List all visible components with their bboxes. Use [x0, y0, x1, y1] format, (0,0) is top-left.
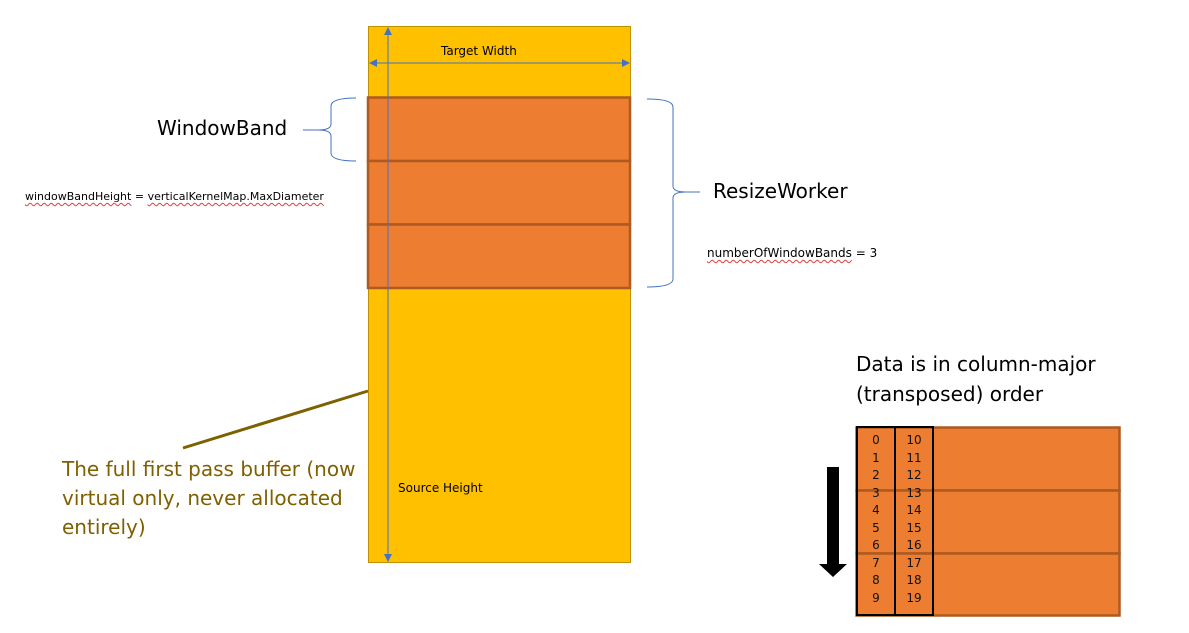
window-band-height-var: windowBandHeight — [25, 190, 132, 203]
table-cell: 16 — [906, 538, 922, 552]
table-cell: 5 — [872, 520, 880, 535]
resize-worker-brace — [646, 98, 700, 288]
window-band-3 — [366, 223, 632, 290]
max-diameter-expr: verticalKernelMap.MaxDiameter — [147, 190, 324, 203]
table-cell: 18 — [906, 573, 922, 587]
window-band-brace — [303, 97, 357, 162]
table-band-1 — [855, 426, 1121, 492]
table-cell: 9 — [872, 590, 880, 605]
table-cell: 6 — [872, 538, 880, 552]
resize-worker-label: ResizeWorker — [713, 179, 848, 203]
table-cell: 4 — [872, 503, 880, 517]
table-cell: 14 — [906, 503, 922, 517]
column-major-note: Data is in column-major (transposed) ord… — [856, 352, 1096, 406]
number-of-window-bands-formula: numberOfWindowBands = 3 — [707, 246, 877, 260]
table-cell: 0 — [872, 433, 880, 447]
table-cell: 11 — [906, 450, 922, 465]
window-band-2 — [366, 159, 632, 226]
table-cell: 15 — [906, 520, 922, 535]
window-band-label: WindowBand — [157, 116, 288, 140]
table-column-2 — [894, 426, 934, 616]
data-order-down-arrow — [819, 467, 847, 577]
table-cell: 17 — [906, 555, 922, 570]
table-cell: 12 — [906, 468, 922, 482]
table-cell: 7 — [872, 555, 880, 570]
table-cell: 2 — [872, 468, 880, 482]
target-width-label: Target Width — [441, 44, 517, 58]
table-cell: 13 — [906, 485, 922, 500]
table-cell: 1 — [872, 450, 880, 465]
table-cell: 19 — [906, 590, 922, 605]
table-band-3 — [855, 552, 1121, 617]
table-cell: 3 — [872, 485, 880, 500]
resize-worker-bands — [366, 96, 632, 290]
number-of-window-bands-var: numberOfWindowBands — [707, 246, 852, 260]
table-cell: 10 — [906, 433, 922, 447]
column-major-table — [855, 426, 1121, 617]
table-cell: 8 — [872, 573, 880, 587]
window-band-1 — [366, 96, 632, 163]
equals-sign: = — [131, 190, 148, 203]
source-height-label: Source Height — [398, 481, 483, 495]
full-buffer-note: The full first pass buffer (now virtual … — [62, 457, 356, 539]
buffer-note-leader-line — [182, 389, 369, 450]
number-of-window-bands-value: = 3 — [851, 246, 878, 260]
table-band-2 — [855, 489, 1121, 555]
window-band-height-formula: windowBandHeight = verticalKernelMap.Max… — [25, 190, 324, 203]
